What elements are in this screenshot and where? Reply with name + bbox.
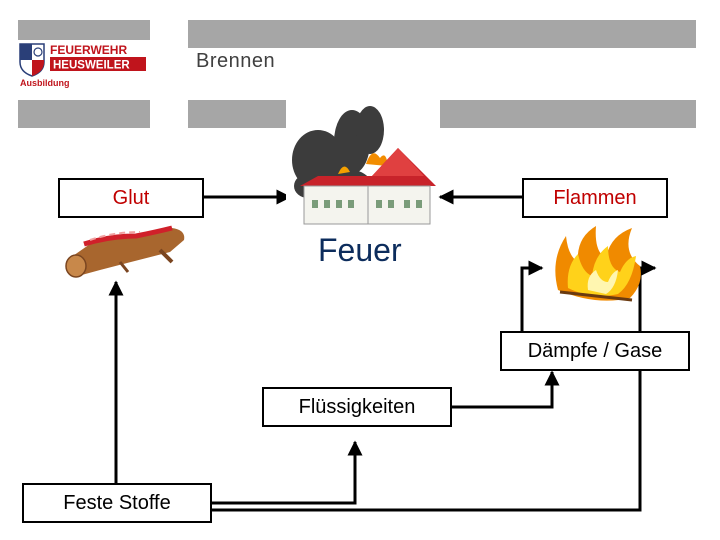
node-flammen: Flammen	[522, 178, 668, 218]
header-bar-right-top	[188, 20, 696, 48]
page-title: Brennen	[196, 50, 276, 72]
arrow-fest-to-fluessig	[212, 440, 363, 505]
center-label-feuer: Feuer	[318, 232, 402, 268]
logo-line1: FEUERWEHR	[50, 43, 127, 57]
node-glut: Glut	[58, 178, 204, 218]
header-bar-right-bottom-b	[440, 100, 696, 128]
header-bar-left-top	[18, 20, 150, 40]
arrow-fluessig-to-daempfe	[451, 370, 560, 409]
node-daempfe-gase: Dämpfe / Gase	[500, 331, 690, 371]
node-fluessigkeiten: Flüssigkeiten	[262, 387, 452, 427]
arrow-daempfe-to-flammen	[520, 260, 544, 332]
header-bar-right-bottom-a	[188, 100, 286, 128]
logo-line2: HEUSWEILER	[53, 60, 130, 72]
logo-line3: Ausbildung	[20, 78, 70, 88]
fire-brigade-logo: FEUERWEHR HEUSWEILER Ausbildung	[18, 40, 150, 90]
node-feste-stoffe: Feste Stoffe	[22, 483, 212, 523]
header-bar-left-bottom	[18, 100, 150, 128]
